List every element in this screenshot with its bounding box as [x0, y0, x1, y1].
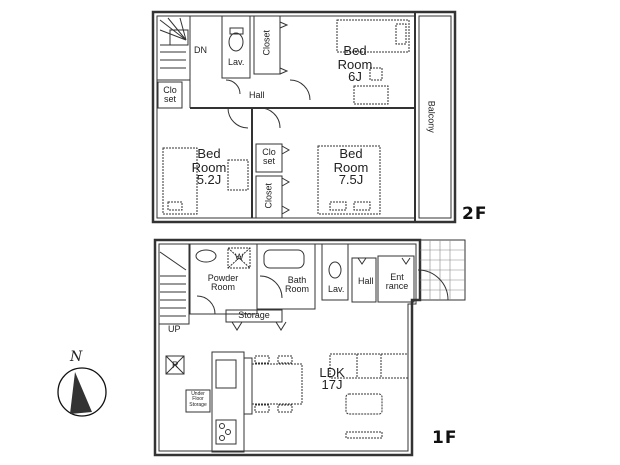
- label-bedroom-6j-size: 6J: [348, 69, 362, 84]
- label-lav-1f: Lav.: [328, 284, 345, 294]
- 1f-outer-wall: [153, 238, 422, 457]
- label-powder-room: Powder Room: [207, 273, 239, 293]
- label-lav-2f: Lav.: [228, 57, 245, 67]
- label-under-floor-storage: Under Floor Storage: [189, 391, 207, 408]
- label-bedroom-6j: Bed Room: [337, 43, 373, 72]
- label-refrigerator: R: [172, 360, 179, 370]
- label-ldk: LDK: [319, 365, 345, 380]
- 2f-outer-wall: [151, 10, 457, 224]
- north-icon: N: [70, 349, 83, 365]
- label-bedroom-52j: Bed Room: [191, 146, 227, 175]
- label-hall-2f: Hall: [249, 90, 265, 100]
- label-closet-mid-2f: Clo set: [262, 147, 276, 167]
- floor-label-2f: 2F: [462, 204, 488, 224]
- label-balcony: Balcony: [426, 100, 437, 133]
- label-entrance: Ent rance: [385, 272, 409, 292]
- compass-circle: [57, 367, 107, 417]
- label-ldk-size: 17J: [321, 377, 343, 392]
- label-bedroom-75j: Bed Room: [333, 146, 369, 175]
- label-hall-1f: Hall: [358, 276, 374, 286]
- label-closet-bottom-2f: Closet: [263, 182, 274, 209]
- label-bath-room: Bath Room: [284, 275, 309, 295]
- label-bedroom-75j-size: 7.5J: [338, 172, 364, 187]
- label-closet-small-2f: Clo set: [163, 85, 177, 105]
- label-bedroom-52j-size: 5.2J: [196, 172, 222, 187]
- label-closet-top-2f: Closet: [261, 29, 272, 56]
- label-washer: W: [235, 252, 244, 262]
- floor-label-1f: 1F: [432, 428, 458, 448]
- compass-needle: [70, 372, 92, 414]
- label-up: UP: [168, 324, 181, 334]
- label-dn: DN: [194, 45, 207, 55]
- label-storage: Storage: [238, 310, 270, 320]
